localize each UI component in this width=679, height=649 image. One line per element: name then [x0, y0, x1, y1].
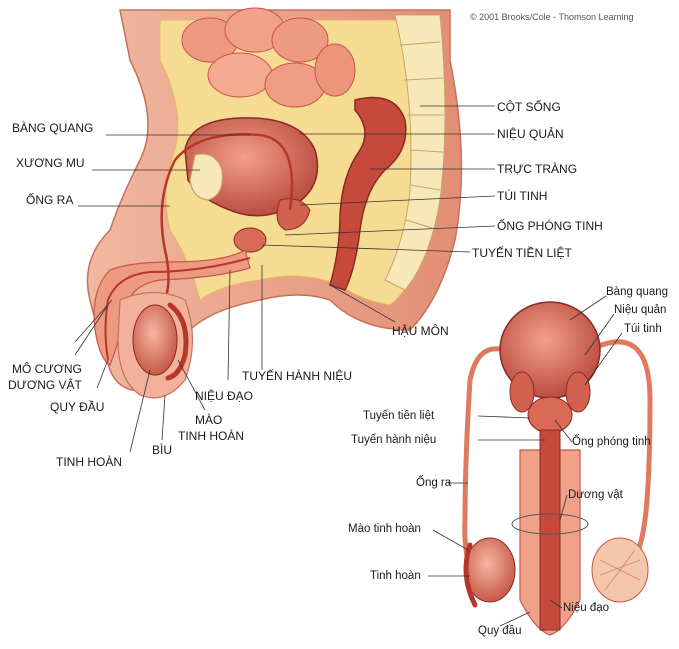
frontal-label-bladder: Bàng quang — [606, 286, 669, 298]
frontal-label-bulbourethral: Tuyến hành niệu — [351, 434, 437, 446]
label-vas-deferens: ỐNG RA — [26, 193, 74, 207]
pubic-bone — [189, 153, 224, 201]
label-spine: CỘT SỐNG — [497, 100, 561, 114]
frontal-label-ejaculatory-duct: Ống phóng tinh — [572, 436, 651, 448]
label-ureter: NIỆU QUẢN — [497, 127, 564, 141]
label-bulbourethral: TUYẾN HÀNH NIỆU — [242, 369, 353, 383]
copyright-text: © 2001 Brooks/Cole - Thomson Learning — [470, 12, 634, 22]
frontal-view — [462, 301, 653, 636]
seminal-vesicle — [276, 198, 311, 231]
label-testis: TINH HOÀN — [56, 455, 122, 469]
sagittal-view — [86, 7, 463, 399]
vas-deferens-line — [160, 133, 294, 301]
label-anus: HẬU MÔN — [392, 324, 449, 338]
urethra-line — [104, 257, 251, 361]
frontal-label-penis: Dương vật — [568, 489, 623, 501]
frontal-label-glans: Quy đầu — [478, 625, 522, 637]
label-corpus: MÔ CƯƠNG — [12, 362, 82, 376]
frontal-label-ureter: Niệu quản — [614, 304, 667, 316]
penis-shaft — [93, 249, 251, 366]
frontal-testis — [464, 537, 516, 603]
label-urethra: NIỆU ĐẠO — [195, 389, 254, 403]
frontal-label-urethra: Niệu đạo — [563, 602, 610, 614]
label-pubic-bone: XƯƠNG MU — [16, 156, 85, 170]
frontal-label-testis: Tinh hoàn — [370, 570, 421, 582]
frontal-prostate — [527, 396, 573, 434]
label-glans: QUY ĐẦU — [50, 400, 105, 414]
spine — [384, 14, 446, 291]
prostate — [233, 227, 267, 253]
label-corpus-2: DƯƠNG VẬT — [8, 378, 82, 392]
frontal-leader-lines — [428, 295, 623, 627]
frontal-label-epididymis: Mào tinh hoàn — [348, 523, 421, 535]
frontal-label-vas-deferens: Ống ra — [416, 477, 452, 489]
label-epididymis: MÀO — [195, 413, 223, 427]
label-prostate: TUYẾN TIỀN LIỆT — [472, 246, 572, 260]
testis — [132, 304, 178, 376]
sagittal-leader-lines — [74, 105, 496, 453]
rectum — [329, 96, 407, 291]
frontal-penis-ring — [511, 513, 589, 535]
label-bladder: BÀNG QUANG — [12, 121, 94, 135]
intestines — [181, 7, 356, 108]
label-scrotum: BÌU — [152, 443, 173, 457]
label-epididymis-2: TINH HOÀN — [178, 429, 244, 443]
label-ejaculatory-duct: ỐNG PHÓNG TINH — [497, 219, 603, 233]
label-rectum: TRỰC TRÀNG — [497, 162, 578, 176]
frontal-label-seminal-vesicle: Túi tinh — [624, 323, 662, 335]
epididymis — [165, 302, 189, 381]
frontal-label-prostate: Tuyến tiền liệt — [363, 410, 435, 422]
label-seminal-vesicle: TÚI TINH — [497, 189, 548, 203]
